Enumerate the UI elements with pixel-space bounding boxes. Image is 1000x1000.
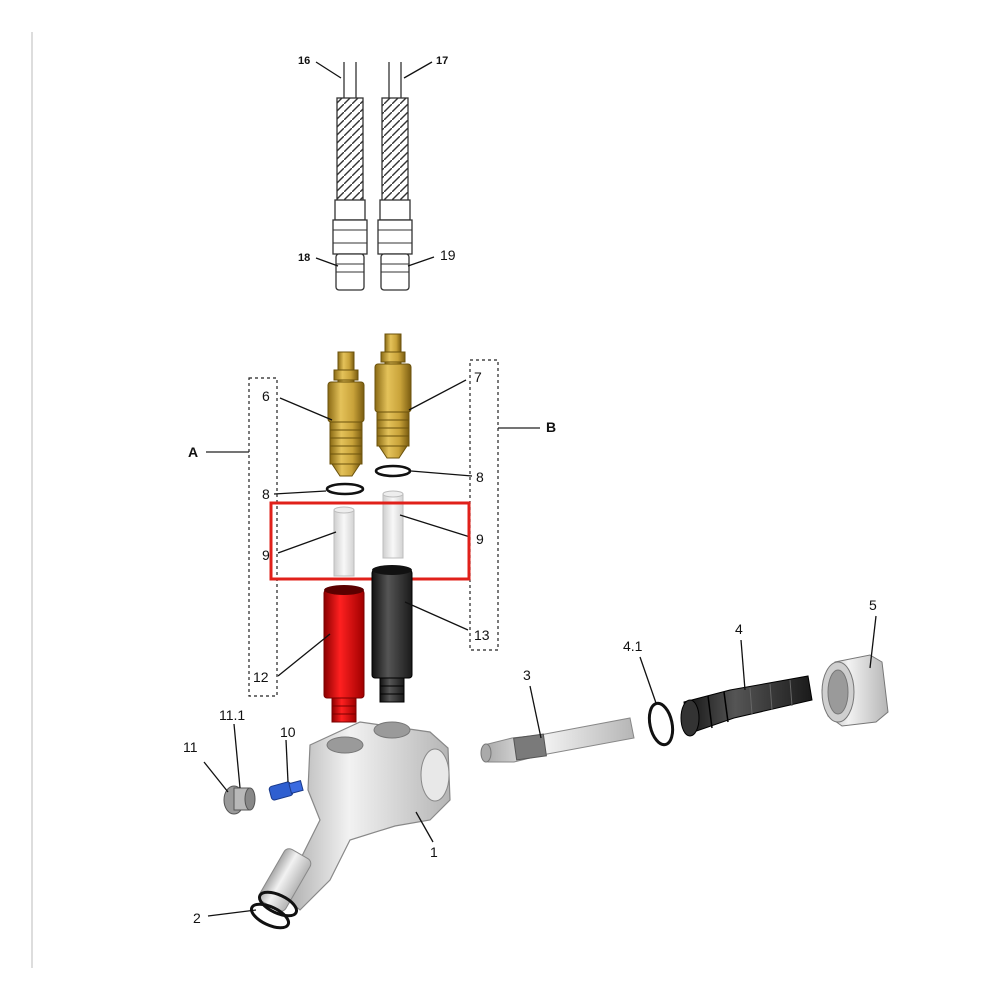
hose-16-18 (332, 62, 368, 291)
callout-10: 10 (280, 724, 296, 740)
o-ring-4-1 (647, 701, 675, 747)
hose-17-19 (377, 62, 413, 291)
callout-8-right: 8 (476, 469, 484, 485)
callout-13: 13 (474, 627, 490, 643)
callout-6: 6 (262, 388, 270, 404)
callout-11: 11 (183, 739, 198, 755)
group-label-a: A (188, 444, 198, 460)
callout-18: 18 (298, 252, 310, 264)
o-rings-2 (249, 890, 299, 930)
o-ring-8-right (374, 464, 412, 478)
red-sleeve-12 (323, 585, 365, 723)
electrode-tube-3 (480, 717, 635, 763)
brass-connector-7 (374, 333, 412, 459)
highlight-box (269, 501, 471, 581)
callout-9-left: 9 (262, 547, 270, 563)
callout-4-1: 4.1 (623, 638, 643, 654)
black-sleeve-13 (371, 565, 413, 703)
group-a-box (248, 377, 278, 697)
callout-16: 16 (298, 55, 310, 67)
callout-19: 19 (440, 247, 456, 263)
brass-connector-6 (327, 351, 365, 477)
callout-2: 2 (193, 910, 201, 926)
blue-screw-10 (268, 780, 304, 801)
callout-12: 12 (253, 669, 269, 685)
inner-tube-9-right (382, 490, 404, 559)
callout-3: 3 (523, 667, 531, 683)
callout-11-1: 11.1 (219, 707, 245, 723)
group-b-box (469, 359, 499, 651)
o-ring-8-left (325, 482, 365, 496)
connector-sleeve-4 (680, 675, 813, 737)
callout-8-left: 8 (262, 486, 270, 502)
inner-tube-9-left (333, 506, 355, 577)
gun-body-1 (258, 721, 451, 912)
callout-17: 17 (436, 55, 448, 67)
nozzle-insert-11 (223, 785, 256, 815)
callout-4: 4 (735, 621, 743, 637)
callout-7: 7 (474, 369, 482, 385)
callout-9-right: 9 (476, 531, 484, 547)
callout-1: 1 (430, 844, 438, 860)
nut-5 (821, 654, 889, 727)
group-label-b: B (546, 419, 556, 435)
callout-5: 5 (869, 597, 877, 613)
